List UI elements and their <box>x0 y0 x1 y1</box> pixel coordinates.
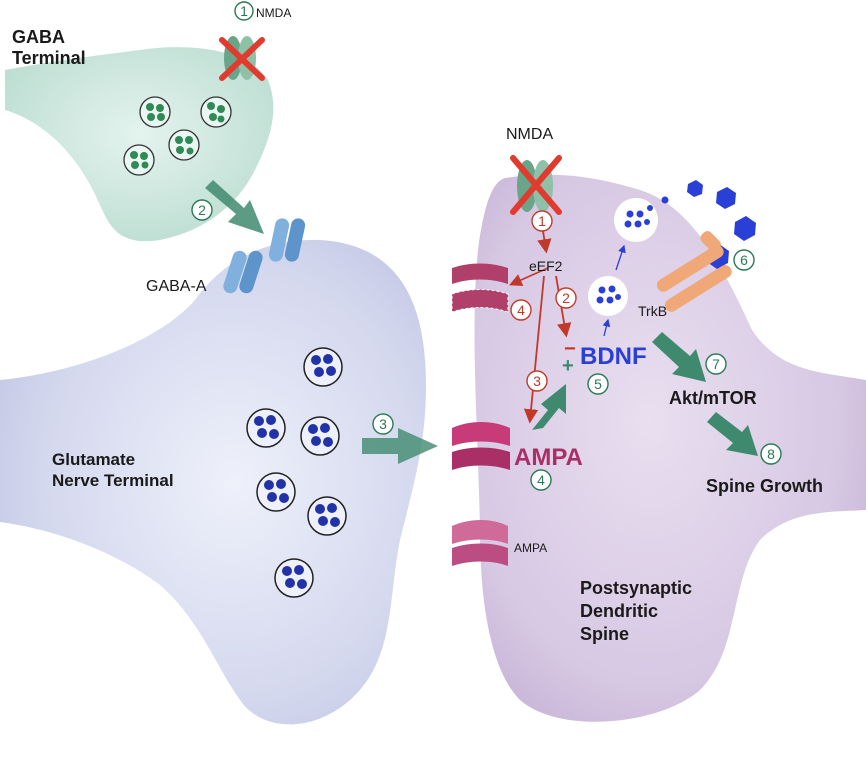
blue-vesicle <box>300 416 340 456</box>
step-number: 1 <box>240 3 248 19</box>
postsynaptic-label-line3: Spine <box>580 624 629 644</box>
step-marker-trkb-binding: 6 <box>733 249 755 271</box>
gaba-a-receptor <box>223 250 263 294</box>
glutamate-release-arrow <box>362 428 438 464</box>
step-number: 3 <box>533 373 541 389</box>
step-number: 6 <box>740 252 748 268</box>
step-marker-nmda-spine: 1 <box>531 210 553 232</box>
gaba-a-receptor <box>268 218 306 262</box>
glutamate-label-line2: Nerve Terminal <box>52 471 174 490</box>
trkb-to-akt-arrow <box>652 332 706 382</box>
step-number: 4 <box>537 472 545 488</box>
step-number: 1 <box>538 213 546 229</box>
postsynaptic-label-line1: Postsynaptic <box>580 578 692 598</box>
step-number: 2 <box>562 290 570 306</box>
postsynaptic-label-line2: Dendritic <box>580 601 658 621</box>
eef2-to-ampa-withdraw-arrow <box>509 267 549 286</box>
bdnf-vesicle-arrow <box>615 244 626 271</box>
akt-to-spine-growth-arrow <box>707 412 758 456</box>
ampa-receptor-small <box>452 520 508 566</box>
glutamate-label-line1: Glutamate <box>52 450 135 469</box>
trkb-label: TrkB <box>638 303 667 319</box>
ampa-to-bdnf-arrow <box>532 384 566 430</box>
ampa-receptor-internalized <box>451 263 509 313</box>
nmda-spine-label: NMDA <box>506 126 553 143</box>
blue-vesicle <box>256 472 296 512</box>
block-x-icon <box>510 155 562 215</box>
blue-vesicle <box>274 558 314 598</box>
step-number: 5 <box>594 376 602 392</box>
step-number: 2 <box>198 202 206 218</box>
step-marker-bdnf-release: 5 <box>587 373 609 395</box>
green-vesicle <box>168 129 200 161</box>
block-x-icon <box>219 37 265 81</box>
gaba-a-label: GABA-A <box>146 278 207 295</box>
gaba-terminal-label-line1: GABA <box>12 27 65 47</box>
step-marker-glutamate-arrow: 3 <box>372 413 394 435</box>
gaba-terminal-label-line2: Terminal <box>12 48 86 68</box>
step-marker-nmda-gaba: 1 <box>234 1 254 21</box>
step-marker-eef2-inhibit: 2 <box>555 287 577 309</box>
green-vesicle <box>139 96 171 128</box>
bdnf-vesicle <box>614 198 658 242</box>
bdnf-release-arrow <box>602 318 611 337</box>
minus-sign: − <box>564 338 576 360</box>
eef2-to-ampa-arrow <box>523 275 545 424</box>
bdnf-label: BDNF <box>580 343 647 370</box>
step-marker-gaba-arrow: 2 <box>191 199 213 221</box>
green-vesicle <box>123 144 155 176</box>
ampa-small-label: AMPA <box>514 541 547 555</box>
postsynaptic-dendritic-spine <box>474 174 866 722</box>
step-number: 4 <box>517 302 525 318</box>
blue-vesicle <box>303 347 343 387</box>
ampa-receptor-large <box>452 422 510 470</box>
spine-growth-label: Spine Growth <box>706 476 823 496</box>
step-marker-spine-growth: 8 <box>760 443 782 465</box>
plus-sign: + <box>562 355 574 377</box>
nmda-top-label: NMDA <box>256 6 291 20</box>
eef2-label: eEF2 <box>529 258 563 274</box>
bdnf-vesicle <box>588 276 628 316</box>
step-marker-ampa-withdraw: 4 <box>510 299 532 321</box>
green-vesicle <box>200 96 232 128</box>
step-number: 7 <box>712 356 720 372</box>
ampa-large-label: AMPA <box>514 444 583 471</box>
gaba-output-arrow <box>205 180 264 234</box>
blue-vesicle <box>307 496 347 536</box>
gaba-terminal <box>5 47 274 242</box>
step-number: 3 <box>379 416 387 432</box>
step-marker-akt-mtor: 7 <box>705 353 727 375</box>
step-marker-ampa-arrow: 3 <box>526 370 548 392</box>
step-marker-ampa-insert: 4 <box>530 469 552 491</box>
step-number: 8 <box>767 446 775 462</box>
blue-vesicle <box>246 408 286 448</box>
akt-mtor-label: Akt/mTOR <box>669 388 757 408</box>
trkb-receptor <box>656 231 732 312</box>
